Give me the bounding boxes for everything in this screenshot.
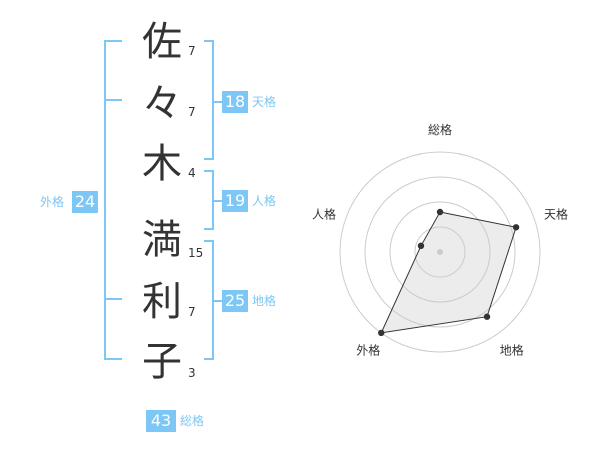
stroke-count-5: 7: [188, 305, 196, 319]
gaikaku-bracket-tick-upper: [104, 99, 122, 101]
jinkaku-label: 人格: [252, 194, 277, 208]
gaikaku-label: 外格: [40, 195, 65, 209]
gaikaku-bracket-tick-lower: [104, 298, 122, 300]
stroke-count-4: 15: [188, 246, 204, 260]
tenkaku-bracket-bottom: [204, 158, 214, 160]
name-char-6: 子: [142, 339, 182, 385]
name-char-4: 満: [142, 217, 182, 263]
radar-axis-label-5: 人格: [312, 206, 336, 221]
tenkaku-bracket-connector: [212, 101, 222, 103]
radar-point-3: [483, 313, 491, 320]
chikaku-bracket-connector: [212, 300, 222, 302]
stroke-count-2: 7: [188, 105, 196, 119]
jinkaku-value-badge: 19: [222, 190, 248, 212]
tenkaku-value-badge: 18: [222, 91, 248, 113]
radar-center-dot: [437, 249, 443, 255]
radar-point-5: [417, 242, 425, 250]
radar-grid-ring-1: [414, 226, 466, 278]
soukaku-label: 総格: [180, 414, 205, 428]
name-char-2: 々: [142, 81, 182, 127]
gaikaku-bracket-bottom: [104, 358, 122, 360]
radar-grid-ring-3: [364, 176, 516, 328]
tenkaku-bracket-vertical: [212, 40, 214, 160]
radar-axis-label-4: 外格: [356, 343, 380, 358]
jinkaku-bracket-top: [204, 170, 214, 172]
stroke-count-1: 7: [188, 44, 196, 58]
radar-point-2: [512, 224, 520, 231]
radar-grid-ring-4: [339, 151, 541, 353]
radar-grid-ring-2: [389, 201, 491, 303]
name-char-5: 利: [142, 279, 182, 325]
radar-point-1: [436, 208, 444, 216]
name-char-1: 佐: [142, 19, 182, 65]
radar-axis-label-1: 総格: [428, 122, 452, 137]
soukaku-value-badge: 43: [146, 410, 176, 432]
gaikaku-bracket-top: [104, 40, 122, 42]
tenkaku-label: 天格: [252, 95, 277, 109]
gaikaku-bracket-vertical: [104, 40, 106, 360]
chikaku-label: 地格: [252, 294, 277, 308]
gaikaku-value-badge: 24: [72, 191, 98, 213]
tenkaku-bracket-top: [204, 40, 214, 42]
jinkaku-bracket-bottom: [204, 228, 214, 230]
chikaku-bracket-bottom: [204, 358, 214, 360]
radar-data-polygon: [380, 211, 517, 334]
chikaku-value-badge: 25: [222, 290, 248, 312]
stroke-count-6: 3: [188, 366, 196, 380]
radar-axis-label-2: 天格: [544, 206, 568, 221]
chikaku-bracket-top: [204, 240, 214, 242]
radar-point-4: [378, 329, 385, 337]
stroke-count-3: 4: [188, 166, 196, 180]
jinkaku-bracket-connector: [212, 200, 222, 202]
name-char-3: 木: [142, 141, 182, 187]
radar-axis-label-3: 地格: [500, 343, 524, 358]
